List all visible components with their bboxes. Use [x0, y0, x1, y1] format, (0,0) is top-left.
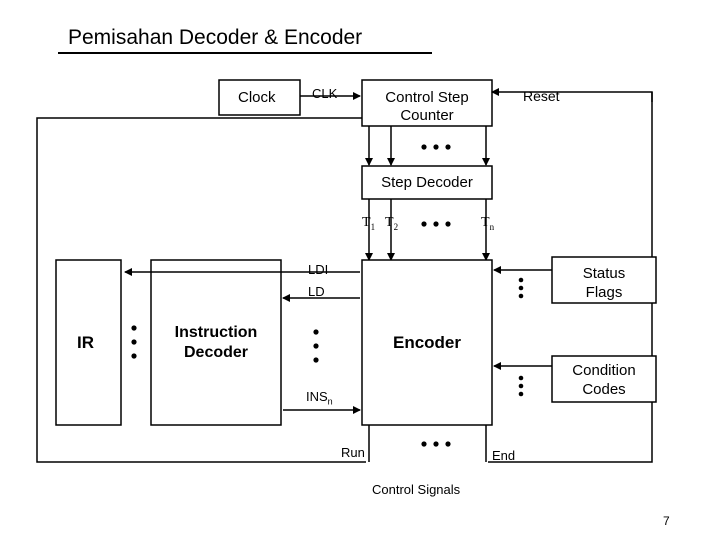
condition-bus-dot — [518, 391, 524, 397]
ir-box — [55, 259, 122, 426]
slide-title: Pemisahan Decoder & Encoder — [68, 26, 363, 49]
page-number: 7 — [663, 514, 670, 528]
status-flags-label: Status Flags — [552, 264, 656, 302]
ir-bus-dot — [131, 353, 137, 359]
tn-label: Tn — [481, 215, 495, 232]
encoder-label: Encoder — [392, 333, 462, 352]
counter-ellipsis-dot — [433, 144, 439, 150]
clock-label: Clock — [238, 89, 276, 106]
clock-box — [218, 79, 301, 116]
decoder-ellipsis-dot — [445, 221, 451, 227]
condition-codes-label: Condition Codes — [552, 361, 656, 399]
condition-codes-line-1: Condition — [572, 362, 636, 379]
status-bus-dot — [518, 293, 524, 299]
insn-bus-dot — [313, 357, 319, 363]
control-step-counter-line-1: Control Step — [385, 89, 469, 106]
status-bus-dot — [518, 277, 524, 283]
condition-bus-dot — [518, 375, 524, 381]
counter-ellipsis-dot — [445, 144, 451, 150]
status-flags-line-2: Flags — [585, 284, 623, 301]
step-decoder-label: Step Decoder — [381, 174, 473, 191]
condition-codes-line-2: Codes — [582, 381, 626, 398]
instruction-decoder-line-1: Instruction — [174, 324, 258, 341]
insn-label: INSn — [306, 389, 333, 407]
t2-label: T2 — [385, 215, 399, 232]
end-to-reset-loop — [488, 92, 653, 463]
instruction-decoder-line-2: Decoder — [183, 344, 249, 361]
status-flags-box — [551, 256, 657, 304]
insn-bus-dot — [313, 329, 319, 335]
status-bus-dot — [518, 285, 524, 291]
decoder-ellipsis-dot — [421, 221, 427, 227]
counter-ellipsis-dot — [421, 144, 427, 150]
output-ellipsis-dot — [445, 441, 451, 447]
status-flags-line-1: Status — [582, 265, 626, 282]
decoder-ellipsis-dot — [433, 221, 439, 227]
step-decoder-box — [361, 165, 493, 200]
t1-label: T1 — [362, 215, 376, 232]
control-step-counter-box — [361, 79, 493, 127]
instruction-decoder-label: Instruction Decoder — [151, 323, 281, 363]
output-ellipsis-dot — [421, 441, 427, 447]
output-ellipsis-dot — [433, 441, 439, 447]
run-label: Run — [341, 445, 365, 460]
reset-line — [491, 88, 653, 102]
reset-label: Reset — [523, 88, 560, 104]
run-feedback-loop — [36, 117, 366, 463]
ldi-label: LDI — [308, 262, 329, 277]
clk-label: CLK — [312, 86, 338, 101]
end-label: End — [492, 448, 516, 463]
condition-bus-dot — [518, 383, 524, 389]
insn-bus-dot — [313, 343, 319, 349]
ir-label: IR — [77, 333, 94, 352]
control-step-counter-line-2: Counter — [400, 107, 454, 124]
instruction-decoder-box — [150, 259, 282, 426]
encoder-box — [361, 259, 493, 426]
ir-bus-dot — [131, 325, 137, 331]
control-step-counter-label: Control Step Counter — [362, 89, 492, 125]
ir-bus-dot — [131, 339, 137, 345]
ld-label: LD — [308, 284, 325, 299]
control-signals-label: Control Signals — [372, 482, 461, 497]
condition-codes-box — [551, 355, 657, 403]
